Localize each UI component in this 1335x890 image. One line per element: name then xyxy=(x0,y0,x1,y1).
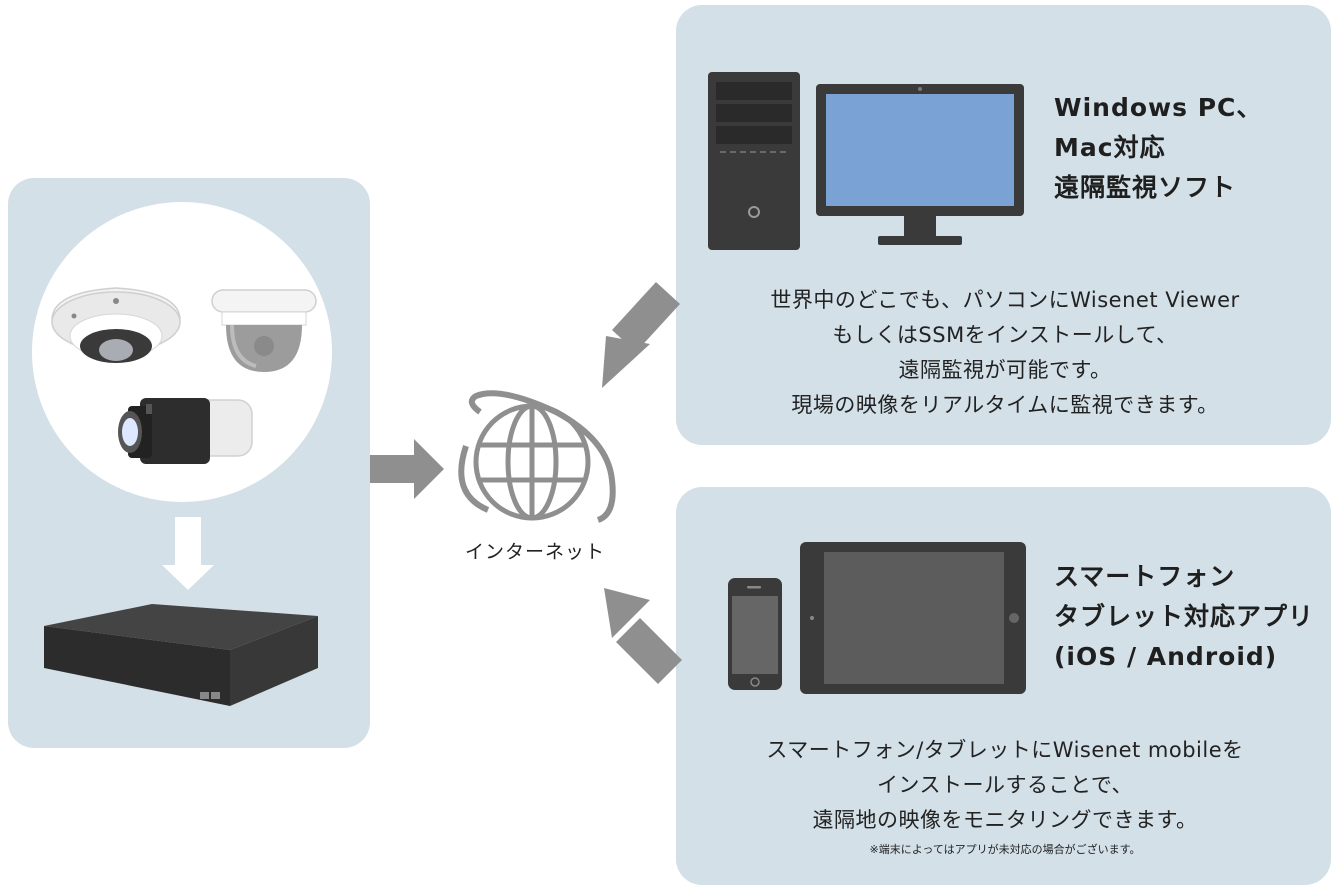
mobile-title-line: (iOS / Android) xyxy=(1054,642,1278,671)
pc-title-line: 遠隔監視ソフト xyxy=(1054,173,1237,202)
arrow-from-pc xyxy=(602,282,680,388)
pc-title-line: Windows PC、 xyxy=(1054,93,1263,122)
tablet-icon xyxy=(800,542,1026,694)
internet-label: インターネット xyxy=(464,541,605,563)
pc-desc-line: 世界中のどこでも、パソコンにWisenet Viewer xyxy=(770,288,1240,312)
pc-desc-line: 遠隔監視が可能です。 xyxy=(898,358,1112,382)
camera-circle-background xyxy=(32,202,332,502)
pc-desc-line: 現場の映像をリアルタイムに監視できます。 xyxy=(791,393,1219,417)
right-arrow xyxy=(370,439,444,499)
pc-title-line: Mac対応 xyxy=(1054,133,1166,162)
mobile-title-line: スマートフォン xyxy=(1054,562,1236,591)
mobile-app-description: スマートフォン/タブレットにWisenet mobileを インストールすること… xyxy=(680,733,1330,862)
box-camera-icon xyxy=(118,398,253,464)
arrow-from-mobile xyxy=(604,588,682,684)
smartphone-icon xyxy=(728,578,782,690)
mobile-desc-line: 遠隔地の映像をモニタリングできます。 xyxy=(812,808,1198,832)
mobile-desc-line: スマートフォン/タブレットにWisenet mobileを xyxy=(766,738,1244,762)
pc-software-description: 世界中のどこでも、パソコンにWisenet Viewer もしくはSSMをインス… xyxy=(680,283,1330,423)
mobile-desc-line: インストールすることで、 xyxy=(876,773,1134,797)
recorder-icon xyxy=(44,604,318,706)
dome-camera-icon xyxy=(211,289,317,372)
desktop-pc-icon xyxy=(708,72,800,250)
pc-desc-line: もしくはSSMをインストールして、 xyxy=(832,323,1178,347)
pc-software-title: Windows PC、 Mac対応 遠隔監視ソフト xyxy=(1054,88,1262,208)
mobile-note: ※端末によってはアプリが未対応の場合がございます。 xyxy=(869,843,1141,856)
mobile-app-title: スマートフォン タブレット対応アプリ (iOS / Android) xyxy=(1054,557,1314,677)
mobile-title-line: タブレット対応アプリ xyxy=(1054,602,1315,631)
monitor-icon xyxy=(816,84,1024,245)
down-arrow xyxy=(162,517,214,590)
dome-camera-icon xyxy=(51,287,181,363)
globe-icon xyxy=(458,390,616,523)
